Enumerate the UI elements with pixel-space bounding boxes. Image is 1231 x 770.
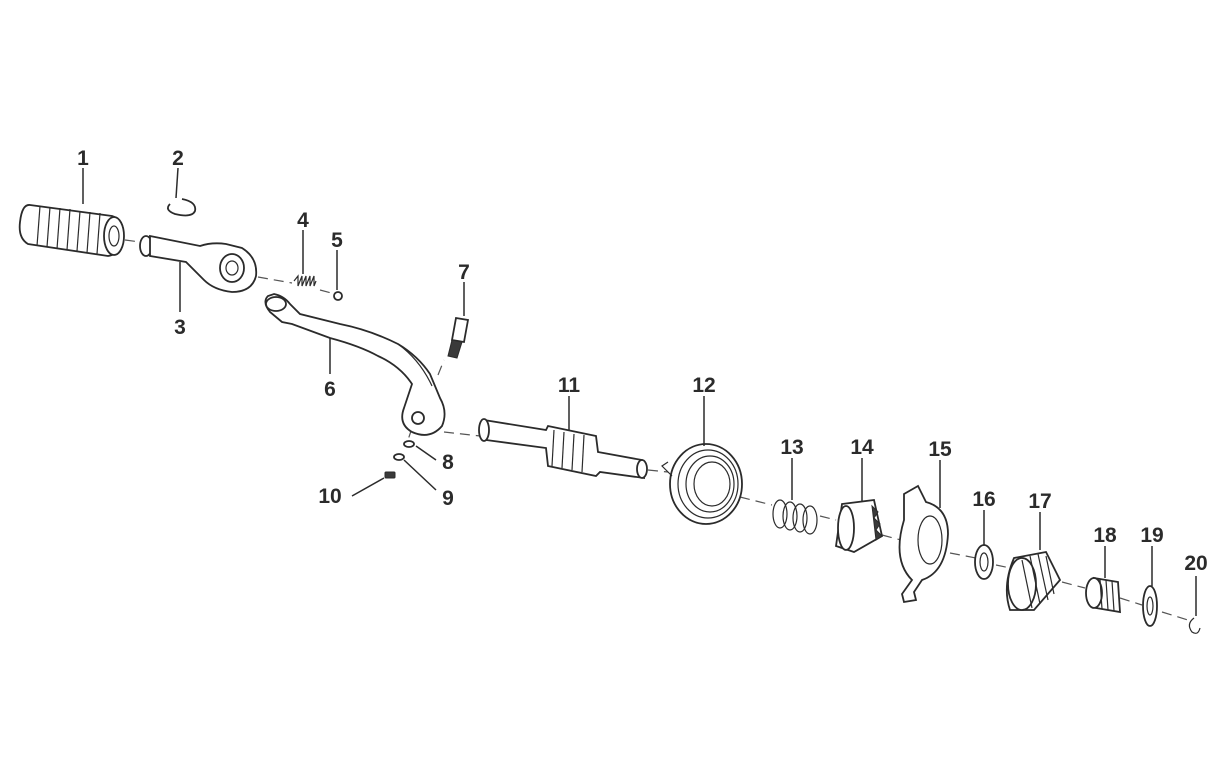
label-6: 6 — [324, 378, 336, 401]
part-9-washer — [393, 453, 405, 461]
part-15-guide-plate — [898, 484, 949, 604]
label-18: 18 — [1093, 524, 1117, 547]
label-3: 3 — [174, 316, 186, 339]
label-5: 5 — [331, 229, 343, 252]
part-20-circlip — [1188, 617, 1201, 634]
part-11-splined-shaft — [478, 418, 648, 480]
part-8-washer — [403, 440, 415, 448]
part-13-small-spring — [772, 499, 818, 535]
label-15: 15 — [928, 438, 952, 461]
label-12: 12 — [692, 374, 715, 397]
part-10-nut — [384, 471, 396, 479]
label-8: 8 — [442, 451, 454, 474]
label-9: 9 — [442, 487, 454, 510]
label-1: 1 — [77, 147, 89, 170]
part-19-thrust-washer — [1142, 585, 1158, 627]
part-3-pedal-arm — [139, 234, 258, 293]
part-7-bolt — [447, 316, 470, 359]
label-13: 13 — [780, 436, 803, 459]
label-20: 20 — [1184, 552, 1207, 575]
part-16-washer — [974, 544, 994, 580]
part-18-needle-bearing — [1085, 576, 1121, 614]
part-6-kick-lever — [264, 293, 446, 436]
label-2: 2 — [172, 147, 184, 170]
label-14: 14 — [850, 436, 874, 459]
label-17: 17 — [1028, 490, 1051, 513]
label-10: 10 — [318, 485, 341, 508]
part-number-labels: 1 2 3 4 5 6 7 8 9 10 11 12 13 14 15 16 1… — [77, 147, 1208, 575]
part-4-spring — [293, 274, 317, 287]
part-14-ratchet — [835, 499, 884, 553]
part-2-snap-ring — [166, 198, 197, 217]
label-7: 7 — [458, 261, 470, 284]
label-11: 11 — [558, 374, 581, 397]
part-17-gear — [1005, 550, 1062, 611]
leader-lines — [82, 167, 1197, 616]
part-5-ball — [333, 291, 343, 301]
label-16: 16 — [972, 488, 995, 511]
label-19: 19 — [1140, 524, 1163, 547]
label-4: 4 — [297, 209, 309, 232]
part-1-grip — [18, 204, 125, 257]
part-12-coil-spring — [661, 443, 743, 525]
